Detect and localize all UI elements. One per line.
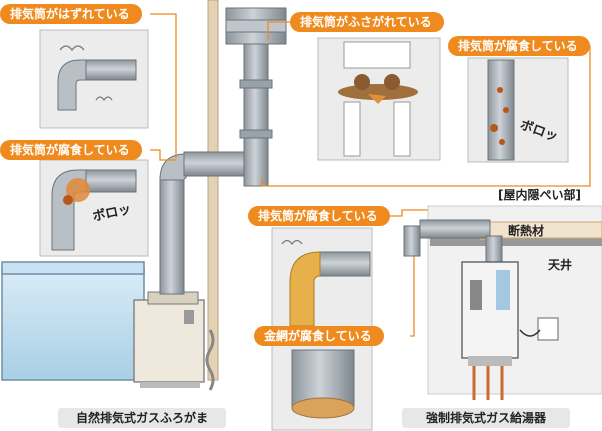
callout-corroded-left: 排気筒が腐食している xyxy=(0,140,142,160)
flue-right-drop xyxy=(485,235,503,263)
panel-corroded-left xyxy=(39,159,149,257)
panel-mesh xyxy=(271,343,373,431)
label-insulation: 断熱材 xyxy=(508,224,545,238)
callout-dislodged: 排気筒がはずれている xyxy=(0,4,142,24)
bath-boiler xyxy=(133,291,205,388)
label-indoor-hidden: [屋内隠ぺい部] xyxy=(498,188,581,202)
panel-dislodged xyxy=(39,29,149,129)
gas-hose xyxy=(205,329,215,391)
callout-corroded-center: 排気筒が腐食している xyxy=(248,206,390,226)
water-heater xyxy=(461,261,519,400)
power-outlet xyxy=(537,317,559,341)
caption-right: 強制排気式ガス給湯器 xyxy=(402,408,570,428)
flue-left-elbow xyxy=(159,153,187,181)
bathtub xyxy=(1,261,145,381)
panel-corroded-right xyxy=(467,57,569,163)
flue-left-vertical xyxy=(159,177,185,295)
callout-blocked: 排気筒がふさがれている xyxy=(290,12,444,32)
flue-tall-vertical xyxy=(243,35,269,187)
flue-right-vertical xyxy=(403,225,421,257)
callout-corroded-top-right: 排気筒が腐食している xyxy=(448,36,590,56)
flue-right-horizontal xyxy=(419,219,491,239)
panel-blocked xyxy=(317,37,441,161)
caption-left: 自然排気式ガスふろがま xyxy=(58,408,226,428)
label-ceiling: 天井 xyxy=(548,258,573,272)
callout-mesh-corroded: 金網が腐食している xyxy=(254,326,384,346)
wall-conduit xyxy=(207,0,219,381)
panel-corroded-center xyxy=(271,227,373,333)
